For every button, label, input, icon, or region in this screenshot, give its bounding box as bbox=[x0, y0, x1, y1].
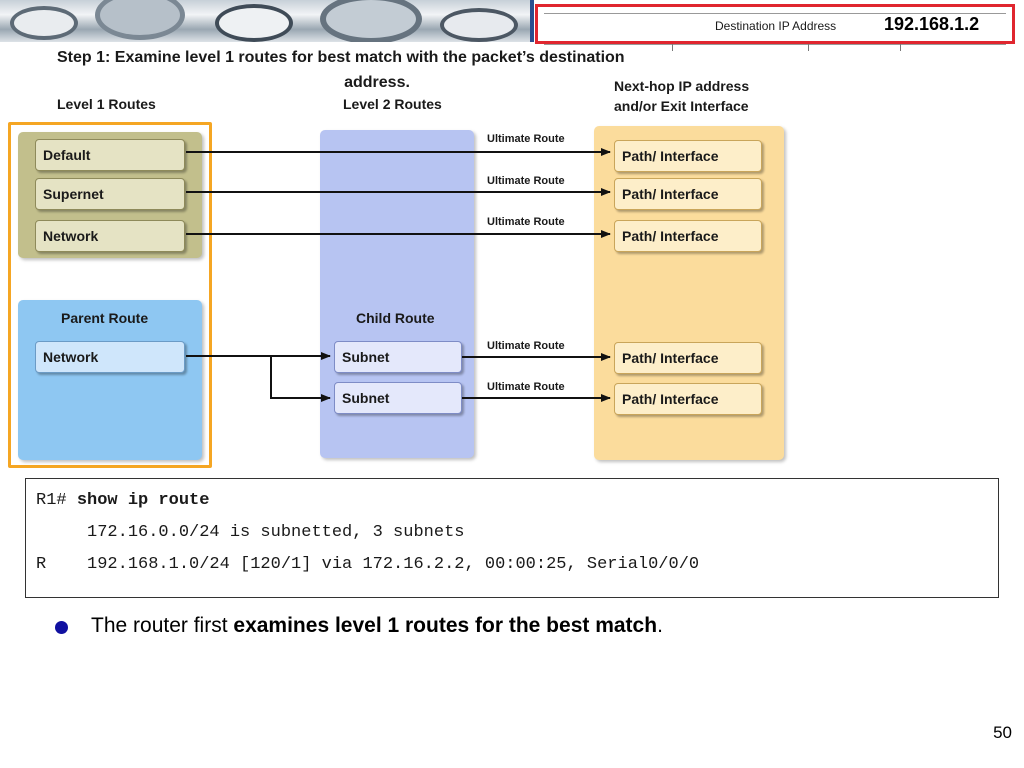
header-banner-image bbox=[0, 0, 530, 42]
route-supernet: Supernet bbox=[35, 178, 185, 210]
parent-route-network: Network bbox=[35, 341, 185, 373]
cli-line: 172.16.0.0/24 is subnetted, 3 subnets bbox=[36, 523, 465, 542]
cli-output-box: R1# show ip route 172.16.0.0/24 is subne… bbox=[25, 478, 999, 598]
ultimate-route-label: Ultimate Route bbox=[487, 381, 565, 393]
ultimate-route-label: Ultimate Route bbox=[487, 175, 565, 187]
level1-heading: Level 1 Routes bbox=[57, 96, 156, 112]
ruler-tick bbox=[808, 44, 809, 51]
bullet-text-post: . bbox=[657, 614, 663, 637]
cli-command: show ip route bbox=[76, 491, 210, 510]
banner-divider bbox=[530, 0, 534, 42]
route-network: Network bbox=[35, 220, 185, 252]
parent-route-panel bbox=[18, 300, 202, 460]
ruler-tick bbox=[672, 44, 673, 51]
ultimate-route-label: Ultimate Route bbox=[487, 340, 565, 352]
nexthop-path-interface: Path/ Interface bbox=[614, 383, 762, 415]
cli-line: R 192.168.1.0/24 [120/1] via 172.16.2.2,… bbox=[36, 555, 700, 574]
route-default: Default bbox=[35, 139, 185, 171]
ruler-tick bbox=[900, 44, 901, 51]
page-number: 50 bbox=[993, 723, 1012, 742]
step-title: Step 1: Examine level 1 routes for best … bbox=[57, 45, 777, 95]
nexthop-heading-line2: and/or Exit Interface bbox=[614, 98, 749, 114]
bullet-text: The router first examines level 1 routes… bbox=[91, 614, 663, 638]
bullet-text-pre: The router first bbox=[91, 614, 234, 637]
nexthop-path-interface: Path/ Interface bbox=[614, 220, 762, 252]
bullet-icon bbox=[55, 621, 68, 634]
cli-prompt: R1# bbox=[36, 491, 77, 510]
ultimate-route-label: Ultimate Route bbox=[487, 133, 565, 145]
destination-ip-value: 192.168.1.2 bbox=[884, 14, 980, 34]
ultimate-route-label: Ultimate Route bbox=[487, 216, 565, 228]
destination-ip-label: Destination IP Address bbox=[715, 19, 837, 33]
bullet-text-bold: examines level 1 routes for the best mat… bbox=[233, 614, 658, 637]
parent-route-title: Parent Route bbox=[61, 310, 149, 326]
nexthop-path-interface: Path/ Interface bbox=[614, 342, 762, 374]
step-title-line1: Step 1: Examine level 1 routes for best … bbox=[57, 49, 625, 66]
child-subnet-1: Subnet bbox=[334, 341, 462, 373]
level2-heading: Level 2 Routes bbox=[343, 96, 442, 112]
nexthop-path-interface: Path/ Interface bbox=[614, 140, 762, 172]
destination-ip-box bbox=[535, 4, 1015, 45]
nexthop-path-interface: Path/ Interface bbox=[614, 178, 762, 210]
nexthop-heading-line1: Next-hop IP address bbox=[614, 78, 750, 94]
level1-highlight-outline bbox=[8, 122, 212, 468]
nexthop-heading: Next-hop IP address and/or Exit Interfac… bbox=[614, 76, 749, 116]
child-subnet-2: Subnet bbox=[334, 382, 462, 414]
child-route-title: Child Route bbox=[356, 310, 435, 326]
step-title-line2: address. bbox=[344, 74, 410, 91]
